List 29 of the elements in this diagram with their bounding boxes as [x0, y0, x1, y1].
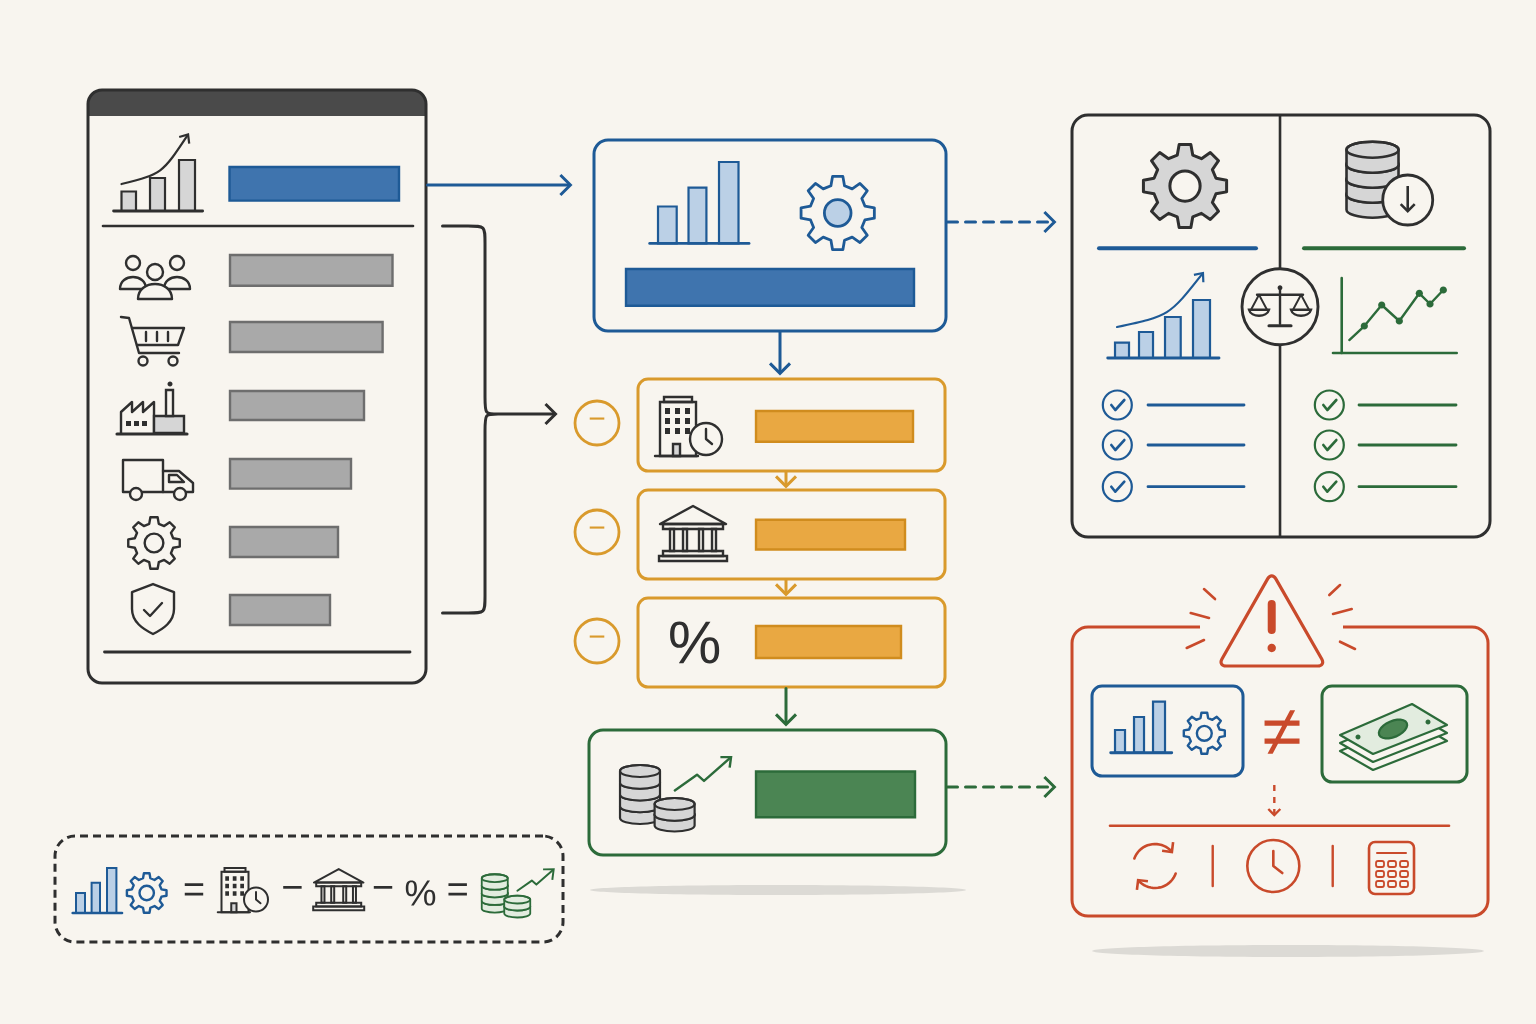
brace-arrow	[441, 224, 558, 615]
filled-bar	[754, 409, 915, 443]
process-box	[636, 377, 947, 473]
filled-bar	[754, 624, 903, 660]
placeholder-bar	[228, 389, 366, 422]
filled-bar	[228, 165, 401, 202]
comparison-panel	[1070, 113, 1492, 539]
filled-bar	[624, 267, 916, 307]
placeholder-bar	[228, 320, 384, 354]
process-box: %	[636, 596, 947, 689]
result-box	[1320, 684, 1469, 784]
arrow	[768, 331, 792, 376]
warning-panel: ≠	[1070, 625, 1490, 918]
result-box	[587, 728, 948, 857]
process-box	[636, 488, 947, 581]
filled-bar	[754, 518, 907, 551]
placeholder-bar	[228, 253, 394, 287]
arrow	[426, 173, 573, 197]
arrow	[946, 210, 1057, 234]
list-panel	[86, 88, 428, 685]
placeholder-bar	[228, 525, 340, 559]
process-box	[592, 138, 948, 333]
placeholder-bar	[228, 457, 353, 490]
arrow	[946, 775, 1057, 799]
formula-box: = − − % =	[53, 834, 565, 944]
placeholder-bar	[228, 593, 332, 627]
arrow	[774, 687, 798, 727]
process-box	[1090, 684, 1245, 778]
filled-bar	[754, 770, 917, 819]
